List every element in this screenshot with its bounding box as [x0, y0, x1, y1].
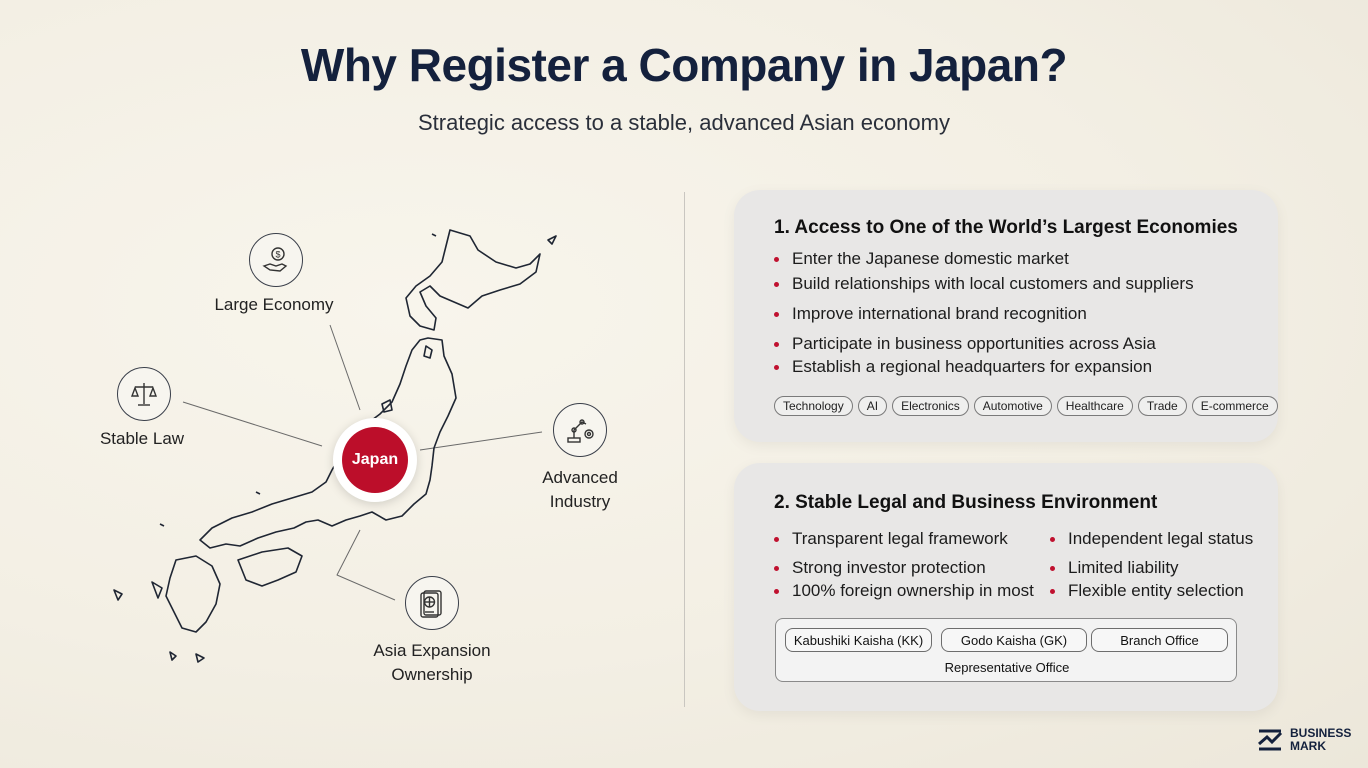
large-economy-badge: $ — [249, 233, 303, 287]
robot-arm-icon — [567, 419, 594, 443]
list-item: Enter the Japanese domestic market — [774, 249, 1069, 269]
japan-label: Japan — [342, 427, 408, 493]
scales-icon — [130, 383, 158, 406]
advanced-industry-badge — [553, 403, 607, 457]
japan-center-badge: Japan — [333, 418, 417, 502]
list-item: 100% foreign ownership in most — [774, 581, 1034, 601]
tag-ecommerce: E-commerce — [1191, 396, 1278, 416]
connector-lines — [182, 324, 543, 601]
economy-card-title: 1. Access to One of the World’s Largest … — [774, 217, 1238, 238]
svg-text:$: $ — [276, 250, 281, 260]
list-item: Participate in business opportunities ac… — [774, 334, 1156, 354]
entity-kk: Kabushiki Kaisha (KK) — [785, 628, 932, 652]
tag-healthcare: Healthcare — [1056, 396, 1133, 416]
list-item: Improve international brand recognition — [774, 304, 1087, 324]
hokkaido-outline — [405, 229, 541, 331]
list-item: Build relationships with local customers… — [774, 274, 1194, 294]
page-subtitle: Strategic access to a stable, advanced A… — [418, 110, 950, 135]
list-item: Limited liability — [1050, 558, 1179, 578]
large-economy-label: Large Economy — [214, 295, 334, 314]
asia-expansion-badge — [405, 576, 459, 630]
brand-name: BUSINESS MARK — [1290, 726, 1352, 753]
stable-law-badge — [117, 367, 171, 421]
vertical-divider — [684, 192, 685, 707]
tag-automotive: Automotive — [973, 396, 1052, 416]
business-mark-logo: BUSINESS MARK — [1256, 727, 1351, 753]
entity-representative-office: Representative Office — [944, 660, 1070, 675]
passport-icon — [420, 590, 442, 618]
list-item: Transparent legal framework — [774, 529, 1008, 549]
honshu-outline — [199, 337, 457, 549]
shikoku-outline — [237, 547, 303, 587]
entity-types-box: Kabushiki Kaisha (KK) Godo Kaisha (GK) B… — [775, 618, 1237, 682]
money-hand-icon: $ — [262, 247, 288, 272]
stable-law-label: Stable Law — [99, 429, 185, 448]
tag-technology: Technology — [774, 396, 853, 416]
page-title: Why Register a Company in Japan? — [300, 39, 1068, 91]
industry-tags: Technology AI Electronics Automotive Hea… — [774, 396, 1278, 416]
entity-gk: Godo Kaisha (GK) — [941, 628, 1087, 652]
list-item: Flexible entity selection — [1050, 581, 1244, 601]
tag-electronics: Electronics — [892, 396, 969, 416]
list-item: Independent legal status — [1050, 529, 1253, 549]
entity-branch-office: Branch Office — [1091, 628, 1228, 652]
tag-ai: AI — [857, 396, 888, 416]
tag-trade: Trade — [1137, 396, 1187, 416]
chart-logo-icon — [1258, 729, 1283, 751]
list-item: Establish a regional headquarters for ex… — [774, 357, 1152, 377]
list-item: Strong investor protection — [774, 558, 986, 578]
legal-card-title: 2. Stable Legal and Business Environment — [774, 492, 1158, 513]
kyushu-outline — [165, 555, 221, 633]
